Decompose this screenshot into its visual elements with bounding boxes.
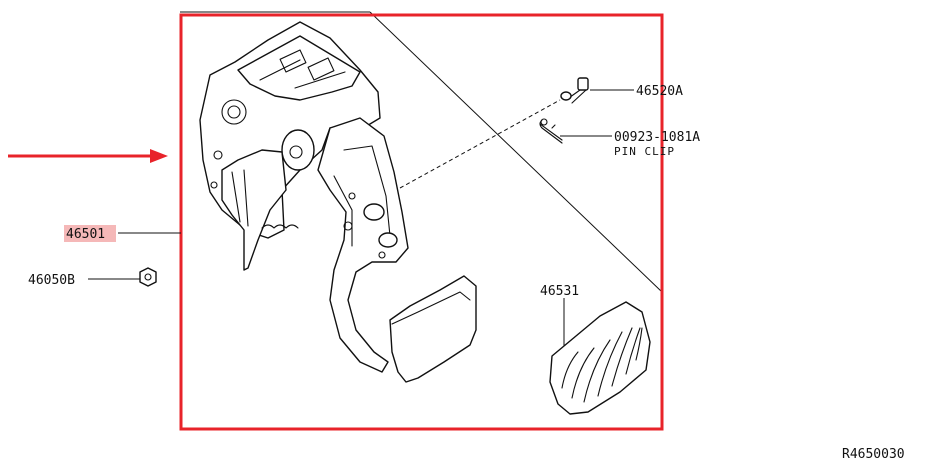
highlight-box (179, 13, 664, 431)
bolt-assembly-line (399, 99, 561, 189)
leader-lines (88, 89, 634, 346)
label-highlight (64, 225, 116, 242)
label-pedal-assembly: 46501 (66, 227, 105, 242)
pedal-pad-drawing (549, 301, 651, 415)
pointer-arrow (8, 149, 168, 163)
bolt-drawing (560, 77, 589, 104)
label-pin-clip-name: PIN CLIP (614, 145, 675, 158)
label-nut: 46050B (28, 273, 75, 288)
reference-code: R4650030 (842, 447, 905, 462)
label-pedal-pad: 46531 (540, 284, 579, 299)
frame-lines (180, 11, 663, 293)
label-pin-clip-part: 00923-1081A (614, 130, 700, 145)
pin-clip-drawing (539, 118, 563, 144)
nut-drawing (139, 267, 157, 287)
pedal-assembly-drawing (199, 21, 477, 383)
label-bolt: 46520A (636, 84, 683, 99)
